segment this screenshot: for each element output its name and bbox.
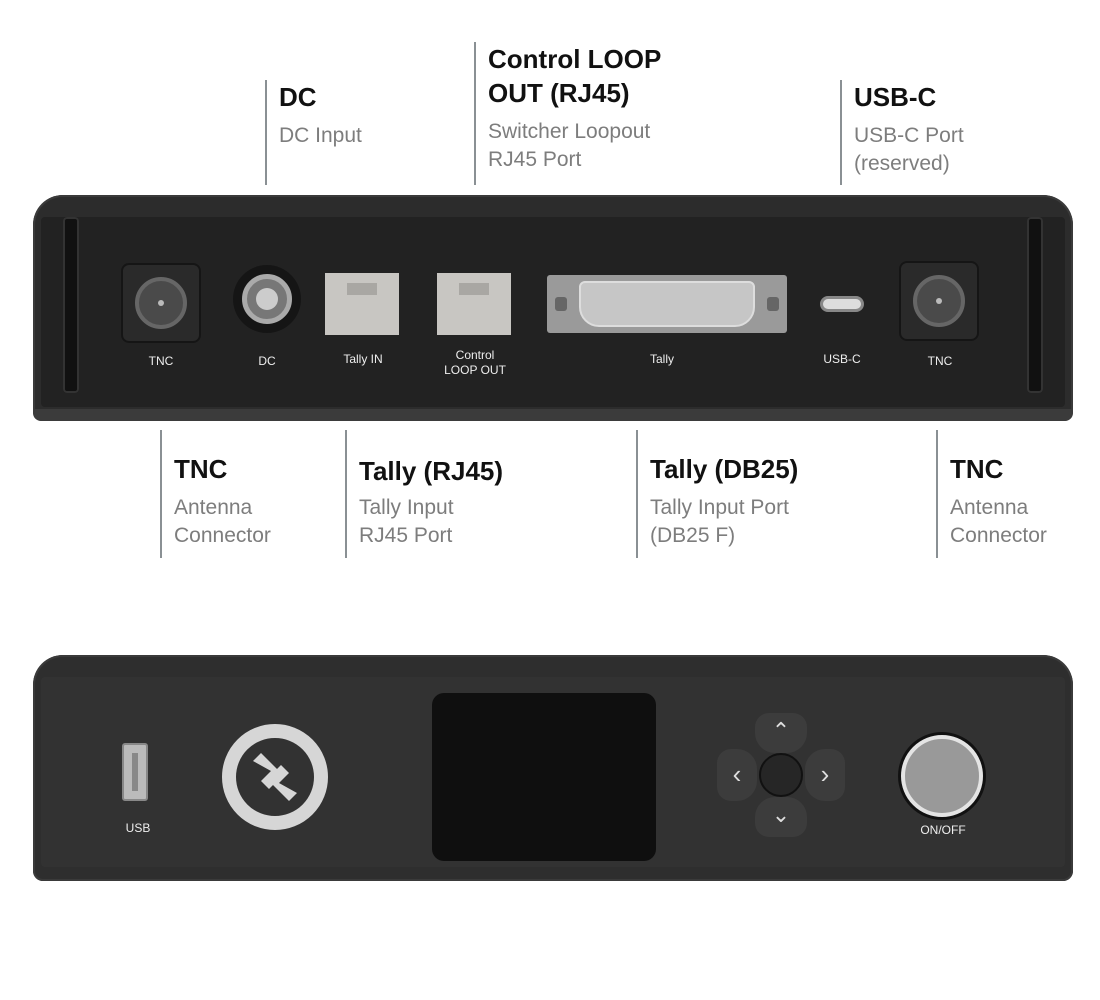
port-label: Tally IN	[343, 352, 383, 366]
callout-title: Tally (RJ45)	[359, 456, 504, 486]
callout-desc: USB-C Port	[854, 124, 964, 147]
chevron-down-icon[interactable]: ⌄	[755, 797, 807, 837]
usb-port	[122, 743, 148, 801]
callout-tnc-right: TNC Antenna Connector	[936, 430, 1047, 558]
callout-tnc-left: TNC Antenna Connector	[160, 430, 271, 558]
callout-desc: Switcher Loopout	[488, 120, 651, 143]
chevron-up-icon[interactable]: ⌃	[755, 713, 807, 753]
display-screen	[432, 693, 656, 861]
callout-title: TNC	[174, 454, 228, 484]
grip-left	[63, 217, 79, 393]
callout-desc: Connector	[950, 524, 1047, 547]
rear-panel: TNC DC Tally IN Control LOOP OUT Tally U…	[33, 195, 1073, 421]
callout-desc: (reserved)	[854, 152, 950, 175]
callout-desc: Antenna	[950, 496, 1029, 519]
port-label: TNC	[148, 354, 174, 368]
callout-title: USB-C	[854, 82, 937, 112]
port-label: ON/OFF	[920, 823, 966, 837]
port-label: USB-C	[823, 352, 861, 366]
port-label: Tally	[649, 352, 675, 366]
callout-desc: Tally Input Port	[650, 496, 789, 519]
rear-rail	[33, 409, 1073, 421]
callout-desc: RJ45 Port	[359, 524, 453, 547]
front-panel: USB ⌃ ‹ › ⌄ ON/OFF	[33, 655, 1073, 881]
callout-usbc: USB-C USB-C Port (reserved)	[840, 80, 964, 185]
callout-title: OUT (RJ45)	[488, 78, 630, 108]
brand-logo-icon	[222, 724, 328, 830]
tnc-connector-right	[899, 261, 979, 341]
dpad-center-button[interactable]	[759, 753, 803, 797]
port-label: LOOP OUT	[444, 363, 506, 377]
callout-desc: Connector	[174, 524, 271, 547]
callout-title: TNC	[950, 454, 1004, 484]
chevron-left-icon[interactable]: ‹	[717, 749, 757, 801]
control-loop-out-rj45-port	[437, 273, 511, 335]
usbc-port	[820, 296, 864, 312]
db25-port	[547, 275, 787, 333]
callout-dc: DC DC Input	[265, 80, 362, 185]
power-button[interactable]	[901, 735, 983, 817]
callout-desc: Tally Input	[359, 496, 454, 519]
callout-control-loop-out: Control LOOP OUT (RJ45) Switcher Loopout…	[474, 42, 661, 185]
port-label: DC	[258, 354, 276, 368]
grip-right	[1027, 217, 1043, 393]
callout-title: DC	[279, 82, 317, 112]
port-label: USB	[125, 821, 151, 835]
port-label: TNC	[927, 354, 953, 368]
dc-jack	[233, 265, 301, 333]
chevron-right-icon[interactable]: ›	[805, 749, 845, 801]
callout-tally-db25: Tally (DB25) Tally Input Port (DB25 F)	[636, 430, 798, 558]
tally-in-rj45-port	[325, 273, 399, 335]
callout-desc: (DB25 F)	[650, 524, 736, 547]
callout-title: Control LOOP	[488, 44, 662, 74]
callout-desc: Antenna	[174, 496, 253, 519]
callout-desc: RJ45 Port	[488, 148, 582, 171]
callout-desc: DC Input	[279, 124, 362, 147]
tnc-connector-left	[121, 263, 201, 343]
callout-title: Tally (DB25)	[650, 454, 799, 484]
port-label: Control	[455, 348, 495, 362]
callout-tally-rj45: Tally (RJ45) Tally Input RJ45 Port	[345, 430, 503, 558]
